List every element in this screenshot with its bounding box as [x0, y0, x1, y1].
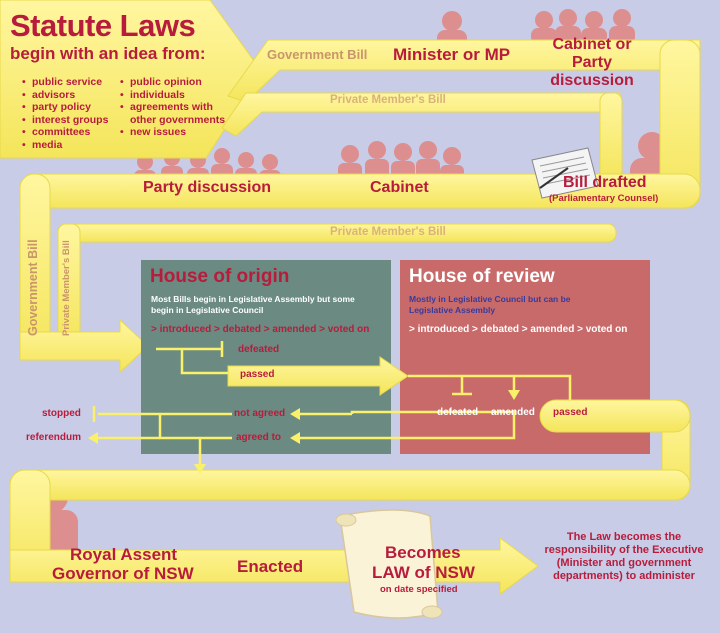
- idea-source-item: party policy: [22, 101, 108, 114]
- private-members-bill-label-mid: Private Member's Bill: [330, 226, 446, 238]
- passed-arrow: [227, 356, 409, 396]
- government-bill-label-top: Government Bill: [267, 47, 368, 62]
- enacted-label: Enacted: [237, 557, 304, 576]
- stopped-label: stopped: [42, 408, 81, 419]
- idea-source-item: agreements with other governments: [120, 101, 228, 126]
- law-of-nsw-label: LAW of NSW: [372, 563, 475, 582]
- origin-passed-label: passed: [240, 369, 275, 380]
- idea-source-item: interest groups: [22, 114, 108, 127]
- idea-source-item: advisors: [22, 89, 108, 102]
- page-title: Statute Laws: [10, 8, 196, 43]
- governor-label: Governor of NSW: [52, 564, 194, 583]
- idea-source-item: committees: [22, 126, 108, 139]
- idea-source-item: individuals: [120, 89, 228, 102]
- parliamentary-counsel-label: (Parliamentary Counsel): [549, 193, 659, 204]
- house-of-review-description: Mostly in Legislative Council but can be…: [409, 294, 571, 315]
- government-bill-label-left: Government Bill: [26, 239, 40, 336]
- private-members-bill-label-top: Private Member's Bill: [330, 94, 446, 106]
- house-of-origin-steps: > introduced > debated > amended > voted…: [151, 324, 370, 335]
- agreed-to-label: agreed to: [236, 432, 282, 443]
- house-of-review-title: House of review: [409, 266, 555, 287]
- idea-source-item: public opinion: [120, 76, 228, 89]
- house-of-origin-title: House of origin: [150, 266, 290, 287]
- on-date-specified-label: on date specified: [380, 584, 458, 595]
- law-scroll-icon: [335, 509, 443, 619]
- page-subtitle: begin with an idea from:: [10, 44, 206, 63]
- review-passed-label: passed: [553, 407, 588, 418]
- idea-source-item: media: [22, 139, 108, 152]
- house-of-origin-description: Most Bills begin in Legislative Assembly…: [151, 294, 355, 315]
- party-discussion-label: Party discussion: [143, 179, 272, 196]
- review-passed-lane: [539, 399, 691, 433]
- cabinet-or-party-label: Cabinet or Party discussion: [550, 36, 634, 89]
- not-agreed-label: not agreed: [234, 408, 286, 419]
- minister-or-mp-label: Minister or MP: [393, 45, 511, 64]
- royal-assent-label: Royal Assent: [70, 545, 178, 564]
- idea-sources-column-1: public service advisors party policy int…: [22, 76, 108, 151]
- executive-responsibility-text: The Law becomes the responsibility of th…: [544, 531, 704, 582]
- idea-source-item: public service: [22, 76, 108, 89]
- decision-lines: [88, 341, 572, 474]
- private-members-bill-label-left: Private Member's Bill: [61, 240, 72, 336]
- review-amended-label: amended: [491, 407, 535, 418]
- becomes-label: Becomes: [385, 543, 461, 562]
- bill-drafted-label: Bill drafted: [563, 174, 647, 191]
- review-defeated-label: defeated: [437, 407, 479, 418]
- origin-defeated-label: defeated: [238, 344, 280, 355]
- idea-source-item: new issues: [120, 126, 228, 139]
- idea-sources-column-2: public opinion individuals agreements wi…: [120, 76, 228, 139]
- bill-document-icon: [531, 147, 599, 199]
- cabinet-label: Cabinet: [370, 179, 429, 196]
- house-of-origin-box: [141, 260, 391, 454]
- referendum-label: referendum: [26, 432, 82, 443]
- house-of-review-steps: > introduced > debated > amended > voted…: [409, 324, 628, 335]
